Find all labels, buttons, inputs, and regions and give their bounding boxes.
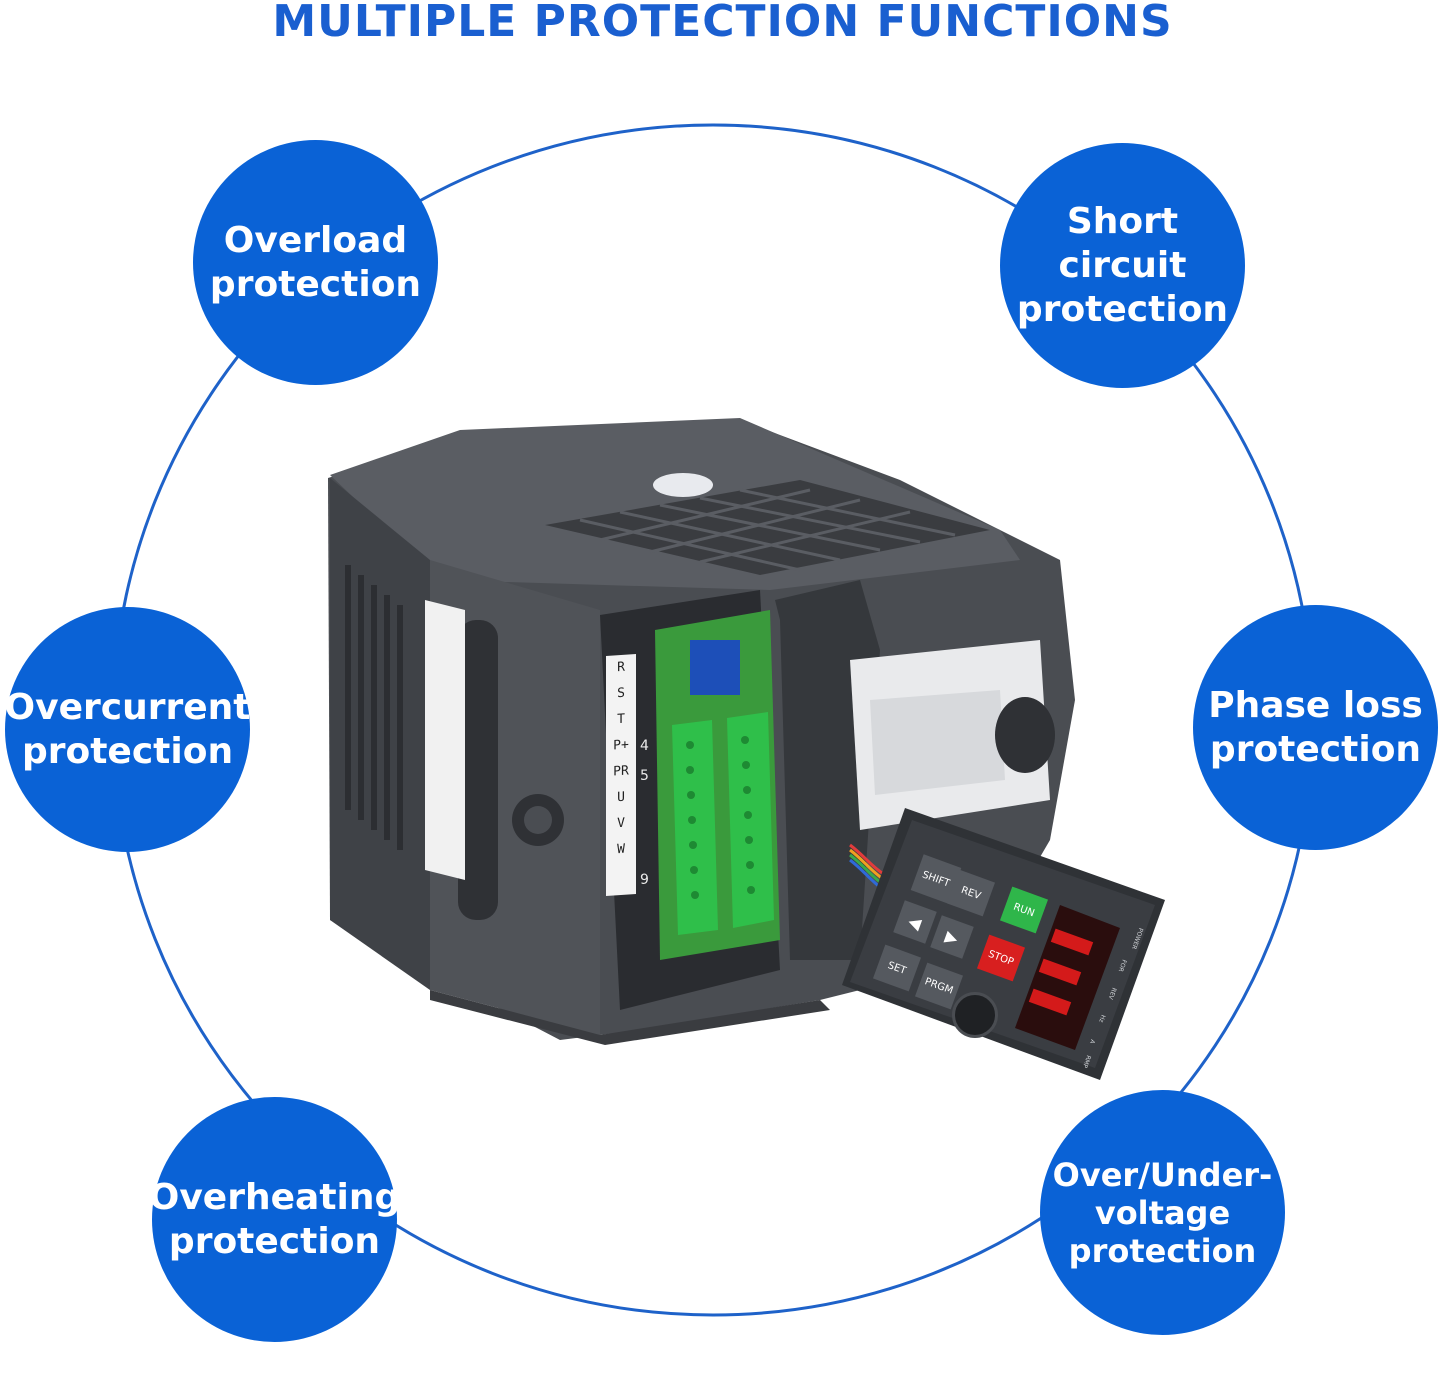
- feature-label: Short circuit protection: [1016, 200, 1229, 330]
- inverter-device: [328, 418, 1075, 1045]
- feature-short-circuit-protection: Short circuit protection: [1000, 143, 1245, 388]
- terminal-u: U: [617, 789, 625, 806]
- feature-phase-loss-protection: Phase loss protection: [1193, 605, 1438, 850]
- terminal-r: R: [617, 659, 625, 676]
- terminal-number-4: 4: [640, 738, 649, 754]
- feature-over-under-voltage-protection: Over/Under- voltage protection: [1040, 1090, 1285, 1335]
- feature-overcurrent-protection: Overcurrent protection: [4, 607, 251, 852]
- feature-label: Phase loss protection: [1208, 684, 1423, 770]
- terminal-s: S: [617, 685, 625, 702]
- terminal-label: R S T P+ PR U V W: [606, 653, 636, 897]
- feature-label: Overload protection: [209, 219, 422, 305]
- feature-overheating-protection: Overheating protection: [149, 1097, 400, 1342]
- terminal-p-plus: P+: [613, 737, 629, 754]
- feature-label: Overcurrent protection: [4, 686, 251, 772]
- terminal-pr: PR: [613, 763, 629, 780]
- terminal-number-9: 9: [640, 872, 649, 888]
- terminal-number-5: 5: [640, 768, 649, 784]
- feature-label: Over/Under- voltage protection: [1052, 1155, 1273, 1270]
- keypad-potentiometer-knob[interactable]: [952, 992, 998, 1038]
- terminal-v: V: [617, 815, 625, 832]
- feature-overload-protection: Overload protection: [193, 140, 438, 385]
- terminal-w: W: [617, 841, 625, 858]
- feature-label: Overheating protection: [148, 1176, 401, 1262]
- page-title: MULTIPLE PROTECTION FUNCTIONS: [272, 0, 1173, 47]
- terminal-t: T: [617, 711, 625, 728]
